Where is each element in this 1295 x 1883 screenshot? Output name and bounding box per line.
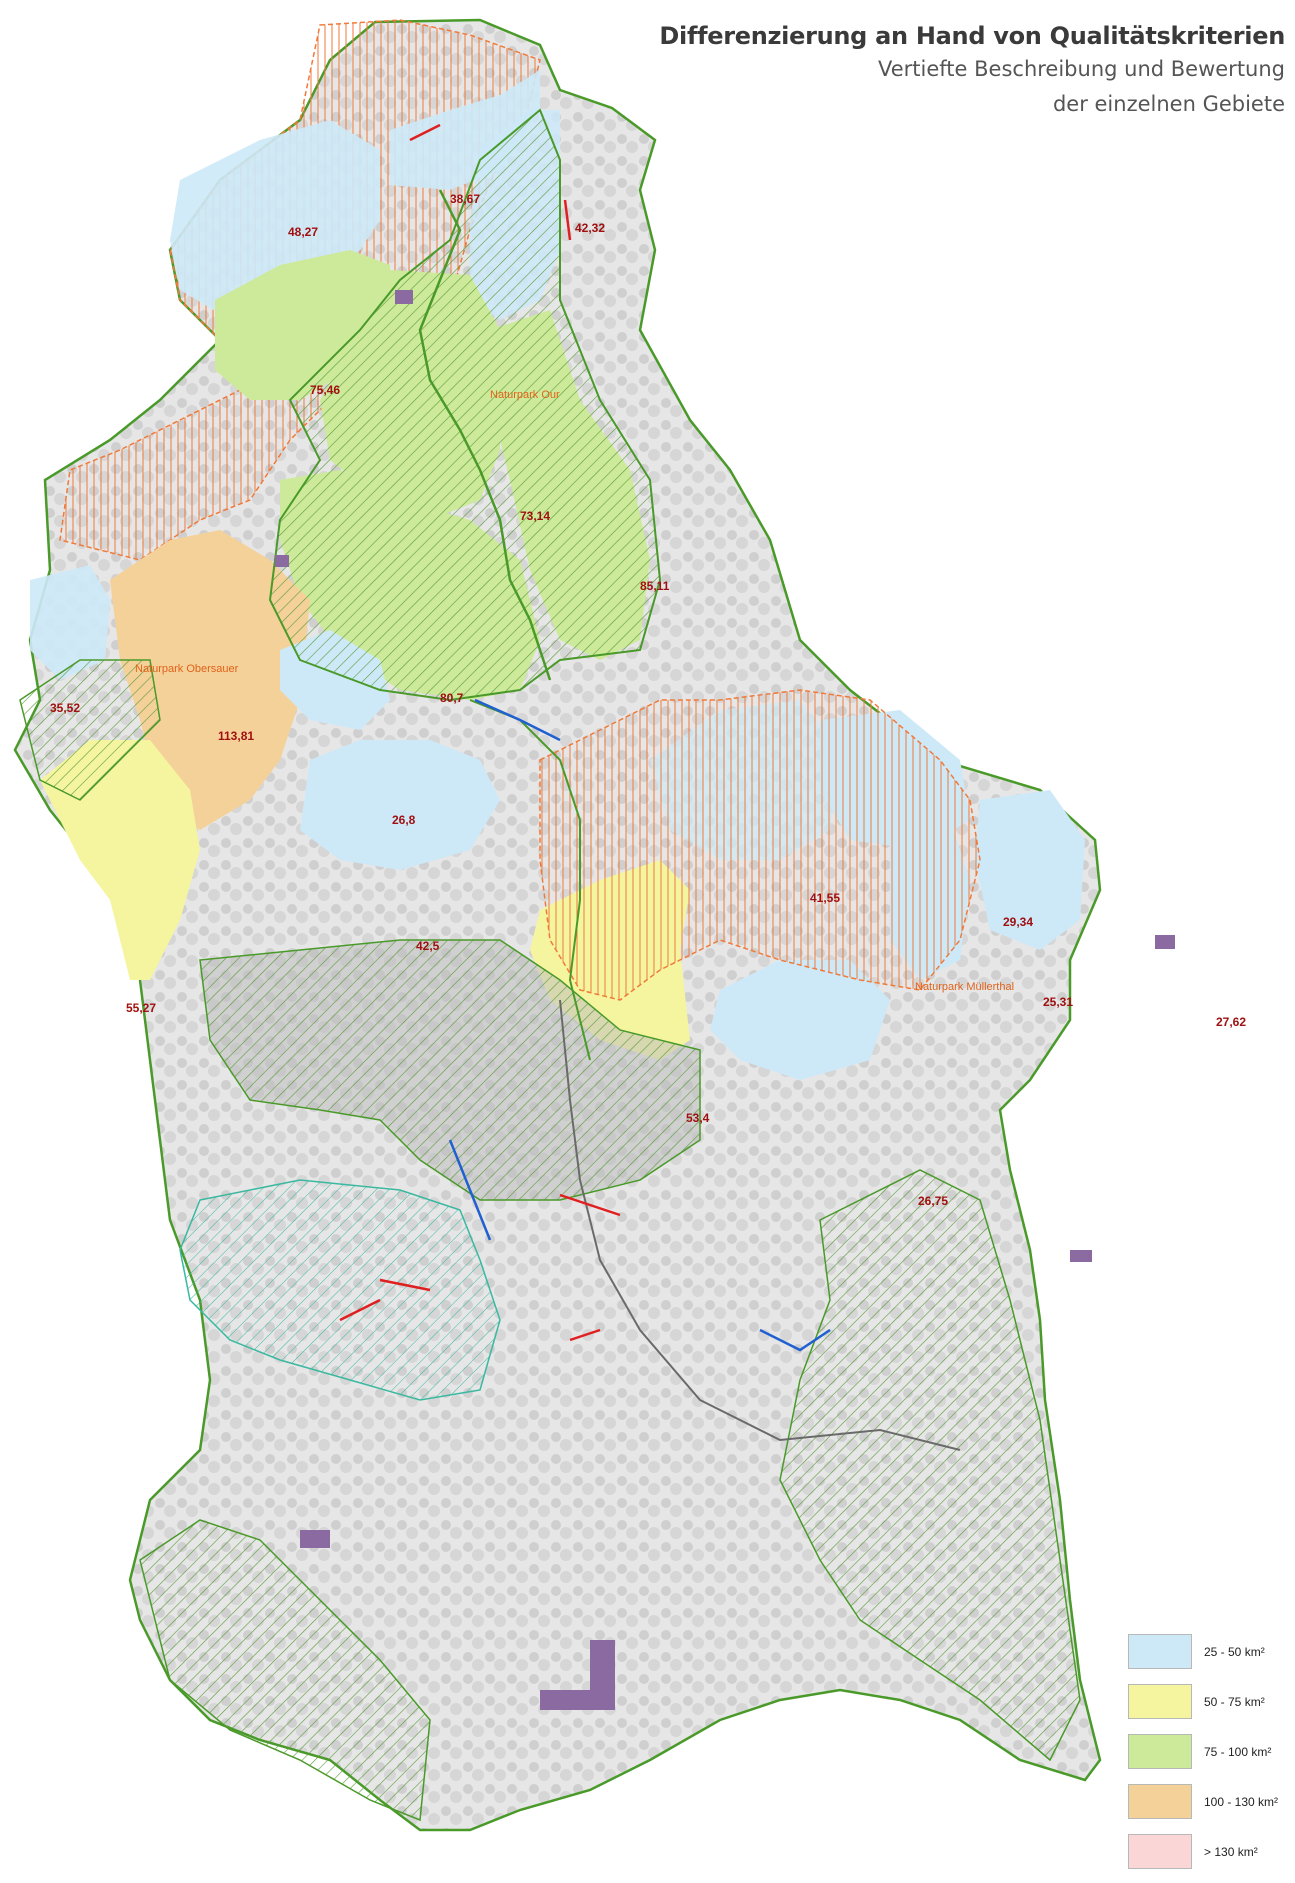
blue-road-center [448, 1139, 492, 1241]
legend-item: 25 - 50 km² [1128, 1633, 1288, 1670]
map-subtitle-line1: Vertiefte Beschreibung und Bewertung [878, 57, 1285, 81]
urban-spot [395, 290, 413, 304]
legend-label: 50 - 75 km² [1204, 1694, 1265, 1709]
legend-swatch [1128, 1684, 1192, 1719]
area-label-sure-lake: 113,81 [218, 729, 254, 743]
area-label-far-west: 35,52 [50, 701, 80, 715]
red-arrow-2 [379, 1278, 431, 1292]
luxembourg-map: 48,27 38,67 42,32 75,46 73,14 85,11 35,52 113,8… [13, 18, 1246, 1832]
road-main [559, 999, 961, 1451]
area-label-center-lake: 42,5 [416, 939, 440, 953]
urban-spot [1070, 1250, 1092, 1262]
red-arrow-northeast [563, 199, 572, 241]
area-label-nw-top: 48,27 [288, 225, 318, 239]
zone-green-hatched-north [268, 108, 662, 702]
river-our [418, 189, 552, 681]
zone-green-hatched-southwest [139, 1519, 431, 1822]
legend: 25 - 50 km² 50 - 75 km² 75 - 100 km² 100 - … [1128, 1633, 1288, 1883]
park-label-mullerthal: Naturpark Müllerthal [915, 981, 1014, 993]
area-label-north-east: 42,32 [575, 221, 605, 235]
area-label-east-mid: 25,31 [1043, 995, 1073, 1009]
legend-swatch [1128, 1734, 1192, 1769]
park-label-our: Naturpark Our [490, 389, 560, 401]
area-label-our-center: 73,14 [520, 509, 550, 523]
zone-green-hatched-southeast [779, 1169, 1081, 1762]
zone-green-hatched-west [19, 659, 161, 801]
area-label-central-green: 80,7 [440, 691, 464, 705]
legend-swatch [1128, 1834, 1192, 1869]
map-subtitle-line2: der einzelnen Gebiete [1052, 92, 1285, 116]
red-arrow-3 [339, 1298, 381, 1322]
park-label-obersauer: Naturpark Obersauer [135, 663, 239, 675]
area-label-east-long: 85,11 [640, 579, 670, 593]
urban-spot [275, 555, 289, 567]
area-label-center-blue: 26,8 [392, 813, 416, 827]
legend-item: 50 - 75 km² [1128, 1683, 1288, 1720]
area-labels: 48,27 38,67 42,32 75,46 73,14 85,11 35,52 113,8… [50, 192, 1246, 1208]
area-label-north-center: 38,67 [450, 192, 480, 206]
zone-east-hatched [539, 689, 981, 1001]
area-label-southwest-yellow: 55,27 [126, 1001, 156, 1015]
legend-label: 100 - 130 km² [1204, 1794, 1279, 1809]
red-arrow-1 [559, 1193, 621, 1217]
area-label-south-yellow: 53,4 [686, 1111, 710, 1125]
legend-swatch [1128, 1784, 1192, 1819]
urban-spot [590, 1640, 615, 1710]
area-label-east-edge: 27,62 [1216, 1015, 1246, 1029]
legend-label: 25 - 50 km² [1204, 1644, 1265, 1659]
map-title: Differenzierung an Hand von Qualitätskri… [659, 22, 1285, 50]
legend-item: 75 - 100 km² [1128, 1733, 1288, 1770]
blue-road-east [759, 1328, 831, 1352]
urban-spot [1155, 935, 1175, 949]
legend-item: 100 - 130 km² [1128, 1783, 1288, 1820]
legend-item: > 130 km² [1128, 1833, 1288, 1870]
area-southeast-blue [710, 960, 890, 1080]
legend-label: 75 - 100 km² [1204, 1744, 1272, 1759]
area-center-lake [300, 740, 500, 870]
zone-cyan-hatched-south [179, 1179, 501, 1401]
area-label-east-upper: 29,34 [1003, 915, 1033, 929]
legend-swatch [1128, 1634, 1192, 1669]
title-block: Differenzierung an Hand von Qualitätskri… [659, 22, 1285, 120]
red-arrow-4 [569, 1328, 601, 1342]
area-label-southeast-blue: 26,75 [918, 1194, 948, 1208]
urban-spot [300, 1530, 330, 1548]
urban-spot [540, 1690, 590, 1710]
area-east-edge [975, 790, 1085, 950]
area-label-upper-west: 75,46 [310, 383, 340, 397]
area-label-mullerthal: 41,55 [810, 891, 840, 905]
blue-road-north [474, 698, 561, 742]
area-far-west [30, 565, 110, 680]
red-arrow-north [409, 123, 441, 142]
legend-label: > 130 km² [1204, 1844, 1258, 1859]
